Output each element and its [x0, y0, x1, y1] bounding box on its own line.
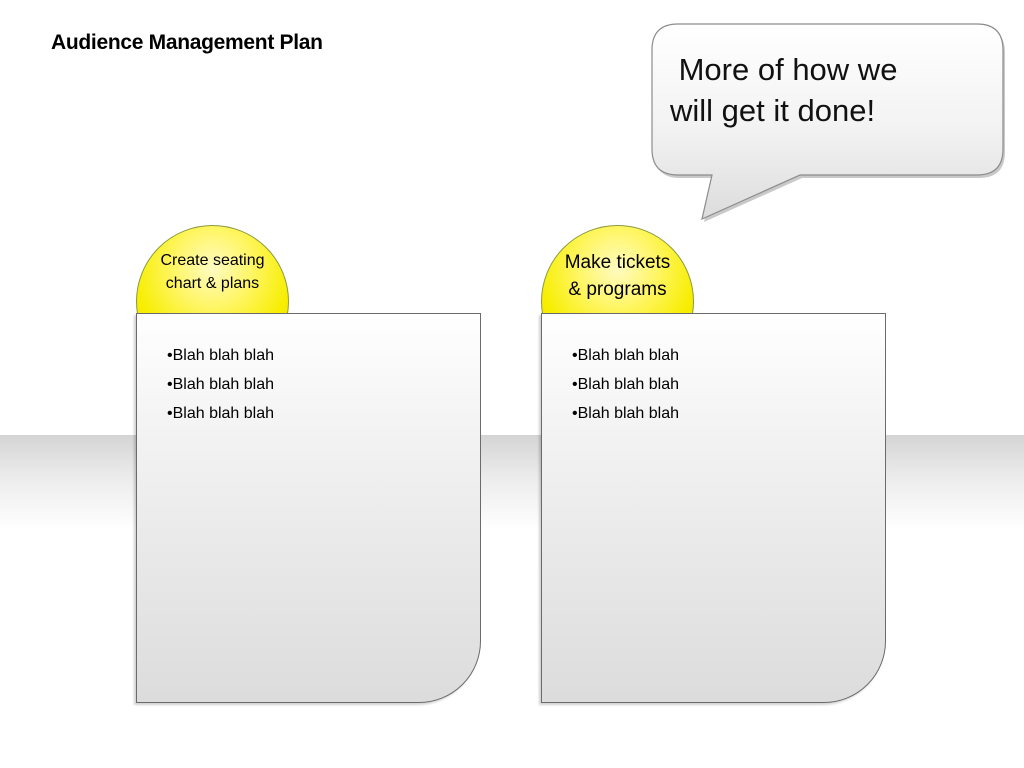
step-2-label-line: & programs	[568, 279, 667, 300]
step-1-label: Create seating chart & plans	[137, 249, 288, 295]
bullet-item: Blah blah blah	[167, 370, 274, 399]
speech-bubble	[651, 23, 1005, 222]
bullet-item: Blah blah blah	[572, 341, 679, 370]
bullet-item: Blah blah blah	[167, 341, 274, 370]
bullet-item: Blah blah blah	[572, 370, 679, 399]
step-1-panel: Blah blah blah Blah blah blah Blah blah …	[136, 313, 481, 703]
step-2-label-line: Make tickets	[564, 252, 671, 273]
step-2-panel: Blah blah blah Blah blah blah Blah blah …	[541, 313, 886, 703]
callout-line: More of how we	[670, 52, 898, 87]
bullet-item: Blah blah blah	[572, 399, 679, 428]
bullet-item: Blah blah blah	[167, 399, 274, 428]
slide-title: Audience Management Plan	[51, 31, 323, 54]
step-1-bullet-list: Blah blah blah Blah blah blah Blah blah …	[167, 341, 274, 428]
step-2-label: Make tickets & programs	[542, 249, 693, 303]
step-2-bullet-list: Blah blah blah Blah blah blah Blah blah …	[572, 341, 679, 428]
step-1-label-line: chart & plans	[165, 275, 260, 292]
callout-line: will get it done!	[670, 93, 876, 128]
callout-text: More of how we will get it done!	[670, 49, 970, 131]
step-1-label-line: Create seating	[160, 252, 265, 269]
